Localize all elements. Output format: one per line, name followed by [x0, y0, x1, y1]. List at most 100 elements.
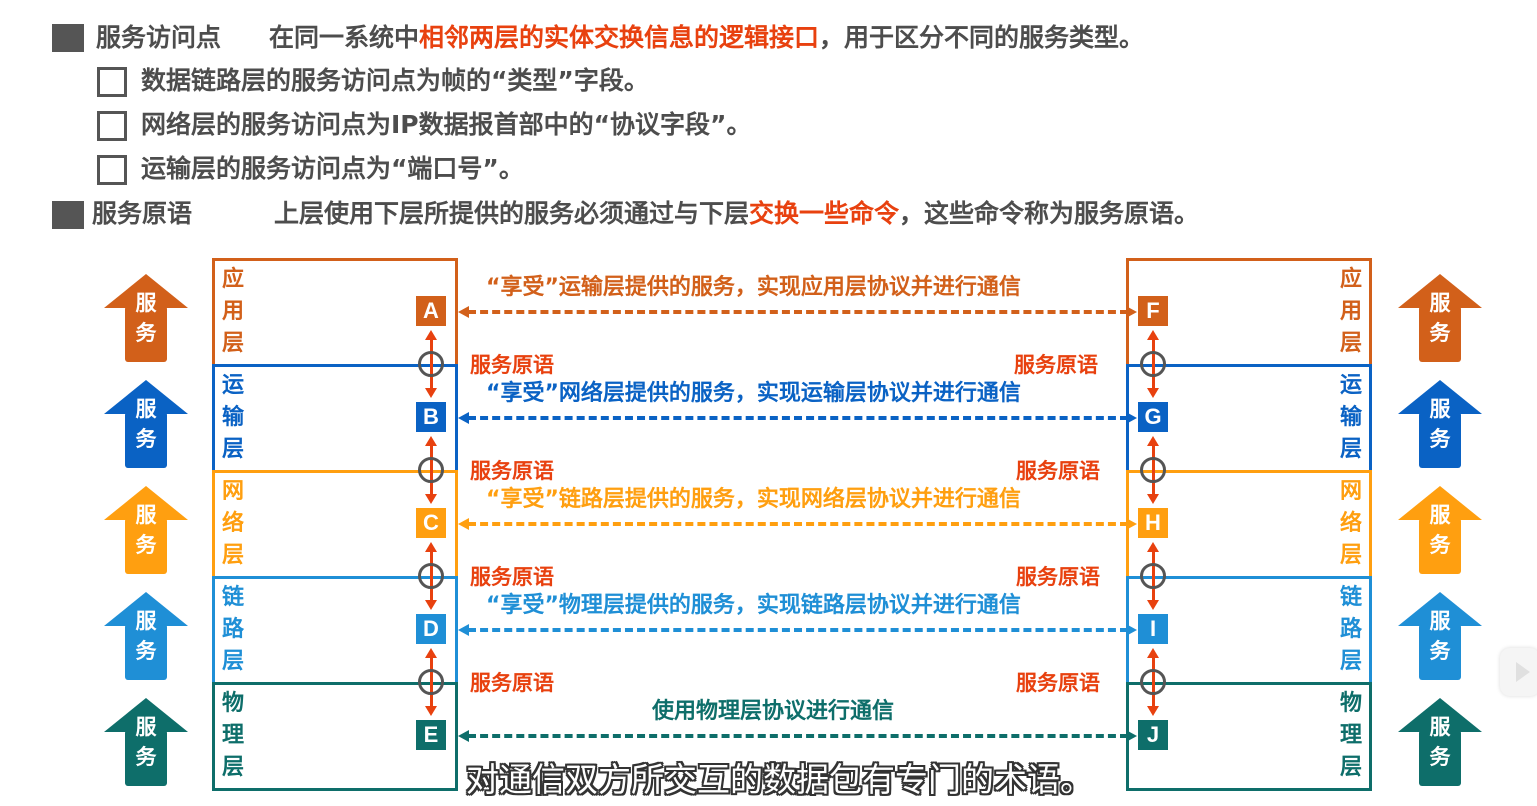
service-label: 服务 — [1398, 606, 1482, 666]
service-char: 务 — [135, 639, 157, 663]
arrow-head — [1398, 380, 1482, 414]
sap-box-left[interactable]: B — [416, 402, 446, 432]
sap-circle-icon — [418, 563, 444, 589]
arrow-head — [104, 486, 188, 520]
service-char: 服 — [1429, 291, 1451, 315]
service-label: 服务 — [1398, 394, 1482, 454]
service-up-arrow-right: 服务 — [1398, 274, 1482, 362]
arrow-shaft — [1419, 518, 1461, 574]
arrow-shaft — [1419, 730, 1461, 786]
primitive-definition: 服务原语上层使用下层所提供的服务必须通过与下层交换一些命令，这些命令称为服务原语… — [92, 198, 1199, 230]
arrow-head-left-icon — [458, 412, 469, 424]
primitive-desc-highlight: 交换一些命令 — [749, 199, 900, 228]
bullet-square-hollow — [97, 67, 127, 97]
arrow-head — [1398, 486, 1482, 520]
service-char: 服 — [135, 715, 157, 739]
layer-name-char-left: 物 — [221, 691, 244, 716]
layer-name-char-right: 运 — [1339, 373, 1362, 398]
primitive-label-left: 服务原语 — [470, 353, 554, 377]
sap-box-right[interactable]: H — [1138, 508, 1168, 538]
service-up-arrow-right: 服务 — [1398, 698, 1482, 786]
service-label: 服务 — [104, 712, 188, 772]
arrow-shaft — [125, 730, 167, 786]
bullet-square-hollow — [97, 155, 127, 185]
primitive-desc-post: ，这些命令称为服务原语。 — [899, 199, 1200, 228]
sap-circle-icon — [1140, 457, 1166, 483]
layer-name-char-left: 路 — [221, 617, 244, 642]
service-char: 服 — [135, 503, 157, 527]
peer-message: 使用物理层协议进行通信 — [652, 699, 895, 724]
arrow-head — [104, 698, 188, 732]
sap-circle-icon — [1140, 563, 1166, 589]
arrow-shaft — [1419, 624, 1461, 680]
primitive-label-left: 服务原语 — [470, 459, 554, 483]
primitive-label-right: 服务原语 — [1016, 459, 1100, 483]
service-label: 服务 — [104, 500, 188, 560]
arrow-shaft — [125, 518, 167, 574]
primitive-label-right: 服务原语 — [1014, 353, 1098, 377]
service-up-arrow-left: 服务 — [104, 486, 188, 574]
video-subtitle: 对通信双方所交互的数据包有专门的术语。 — [466, 760, 1093, 799]
service-label: 服务 — [1398, 712, 1482, 772]
layer-name-char-right: 应 — [1339, 267, 1362, 292]
layer-name-char-left: 层 — [221, 437, 244, 462]
service-char: 服 — [135, 609, 157, 633]
service-up-arrow-left: 服务 — [104, 592, 188, 680]
service-char: 服 — [1429, 715, 1451, 739]
bullet-square-hollow — [97, 111, 127, 141]
peer-dashed-line — [468, 416, 1128, 420]
arrow-head — [104, 380, 188, 414]
layer-name-char-left: 层 — [221, 755, 244, 780]
service-label: 服务 — [104, 606, 188, 666]
service-label: 服务 — [1398, 288, 1482, 348]
sap-definition: 服务访问点在同一系统中相邻两层的实体交换信息的逻辑接口，用于区分不同的服务类型。 — [96, 22, 1144, 54]
arrow-shaft — [1419, 306, 1461, 362]
sap-circle-icon — [418, 457, 444, 483]
layer-name-char-right: 层 — [1339, 543, 1362, 568]
sap-box-right[interactable]: G — [1138, 402, 1168, 432]
sap-box-left[interactable]: C — [416, 508, 446, 538]
layer-name-char-left: 络 — [221, 511, 244, 536]
sap-circle-icon — [418, 351, 444, 377]
layer-name-char-left: 运 — [221, 373, 244, 398]
sap-desc-post: ，用于区分不同的服务类型。 — [819, 23, 1145, 52]
layer-name-char-right: 输 — [1339, 405, 1362, 430]
peer-message: “享受”网络层提供的服务，实现运输层协议并进行通信 — [486, 381, 1021, 406]
arrow-head-left-icon — [458, 306, 469, 318]
peer-dashed-line — [468, 310, 1128, 314]
arrow-shaft — [125, 306, 167, 362]
layer-name-char-right: 层 — [1339, 755, 1362, 780]
service-char: 务 — [1429, 745, 1451, 769]
service-label: 服务 — [1398, 500, 1482, 560]
layer-name-char-left: 层 — [221, 649, 244, 674]
arrow-shaft — [125, 624, 167, 680]
primitive-desc-pre: 上层使用下层所提供的服务必须通过与下层 — [274, 199, 750, 228]
service-up-arrow-left: 服务 — [104, 698, 188, 786]
service-label: 服务 — [104, 288, 188, 348]
sap-box-left[interactable]: E — [416, 720, 446, 750]
sap-box-right[interactable]: I — [1138, 614, 1168, 644]
service-up-arrow-right: 服务 — [1398, 592, 1482, 680]
arrow-head-right-icon — [1126, 730, 1137, 742]
service-char: 务 — [135, 533, 157, 557]
bilibili-tv-icon[interactable] — [1500, 648, 1537, 696]
peer-dashed-line — [468, 628, 1128, 632]
arrow-head-right-icon — [1126, 518, 1137, 530]
sap-desc-highlight: 相邻两层的实体交换信息的逻辑接口 — [419, 23, 820, 52]
layer-name-char-right: 层 — [1339, 437, 1362, 462]
arrow-head — [1398, 698, 1482, 732]
sap-box-right[interactable]: F — [1138, 296, 1168, 326]
sap-item-link: 数据链路层的服务访问点为帧的“类型”字段。 — [141, 66, 649, 95]
peer-message: “享受”物理层提供的服务，实现链路层协议并进行通信 — [486, 593, 1021, 618]
sap-box-left[interactable]: A — [416, 296, 446, 326]
service-char: 务 — [135, 427, 157, 451]
arrow-head-left-icon — [458, 730, 469, 742]
sap-box-right[interactable]: J — [1138, 720, 1168, 750]
peer-dashed-line — [468, 522, 1128, 526]
arrow-head — [1398, 592, 1482, 626]
service-char: 务 — [1429, 321, 1451, 345]
arrow-shaft — [125, 412, 167, 468]
service-up-arrow-left: 服务 — [104, 274, 188, 362]
sap-box-left[interactable]: D — [416, 614, 446, 644]
arrow-shaft — [1419, 412, 1461, 468]
